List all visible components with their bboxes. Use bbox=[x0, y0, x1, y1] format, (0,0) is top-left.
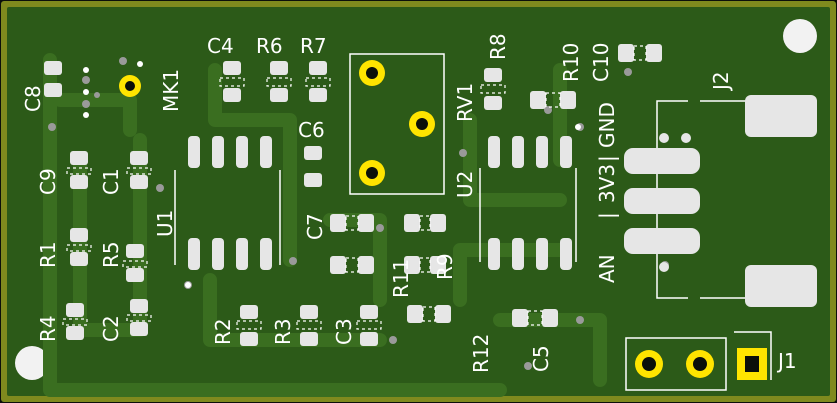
label-u1: U1 bbox=[153, 210, 177, 237]
label-j1: J1 bbox=[776, 349, 797, 373]
label-r1: R1 bbox=[36, 241, 60, 268]
label-r5: R5 bbox=[99, 241, 123, 268]
label-c10: C10 bbox=[589, 43, 613, 82]
label-c6: C6 bbox=[298, 118, 325, 142]
label-r6: R6 bbox=[256, 34, 283, 58]
label-r12: R12 bbox=[469, 334, 493, 373]
label-mk1: MK1 bbox=[159, 69, 183, 112]
label-r11: R11 bbox=[389, 259, 413, 298]
label-r9: R9 bbox=[433, 253, 457, 280]
label-r2: R2 bbox=[211, 318, 235, 345]
label-j2: J2 bbox=[709, 71, 733, 92]
label-pin-3v3: 3V3 bbox=[595, 164, 619, 203]
label-c7: C7 bbox=[303, 213, 327, 240]
label-c5: C5 bbox=[529, 345, 553, 372]
label-r8: R8 bbox=[486, 33, 510, 60]
label-sep1: | bbox=[595, 155, 619, 162]
ic-u1 bbox=[174, 136, 281, 288]
ic-u2 bbox=[479, 124, 581, 270]
passive-pads bbox=[44, 44, 662, 346]
label-c1: C1 bbox=[99, 168, 123, 195]
mounting-hole-top-right bbox=[783, 19, 817, 53]
label-r4: R4 bbox=[36, 315, 60, 342]
label-c3: C3 bbox=[332, 318, 356, 345]
label-u2: U2 bbox=[453, 171, 477, 198]
label-c9: C9 bbox=[36, 168, 60, 195]
label-rv1: RV1 bbox=[453, 83, 477, 122]
mounting-hole-bottom-left bbox=[15, 346, 49, 380]
label-c8: C8 bbox=[21, 85, 45, 112]
label-c4: C4 bbox=[207, 34, 234, 58]
label-pin-an: AN bbox=[595, 254, 619, 283]
label-r7: R7 bbox=[300, 34, 327, 58]
microphone-mk1 bbox=[83, 61, 143, 118]
connector-j2 bbox=[624, 95, 817, 307]
label-c2: C2 bbox=[99, 315, 123, 342]
potentiometer-rv1 bbox=[349, 53, 445, 195]
passive-outlines bbox=[62, 45, 647, 330]
silkscreen-labels: C8 MK1 C4 R6 R7 C9 C1 U1 C6 C7 R1 R5 R4 … bbox=[21, 33, 797, 373]
label-r10: R10 bbox=[559, 43, 583, 82]
label-pin-gnd: GND bbox=[595, 102, 619, 148]
label-sep2: | bbox=[595, 212, 619, 219]
label-r3: R3 bbox=[271, 318, 295, 345]
header-j1 bbox=[625, 331, 772, 391]
